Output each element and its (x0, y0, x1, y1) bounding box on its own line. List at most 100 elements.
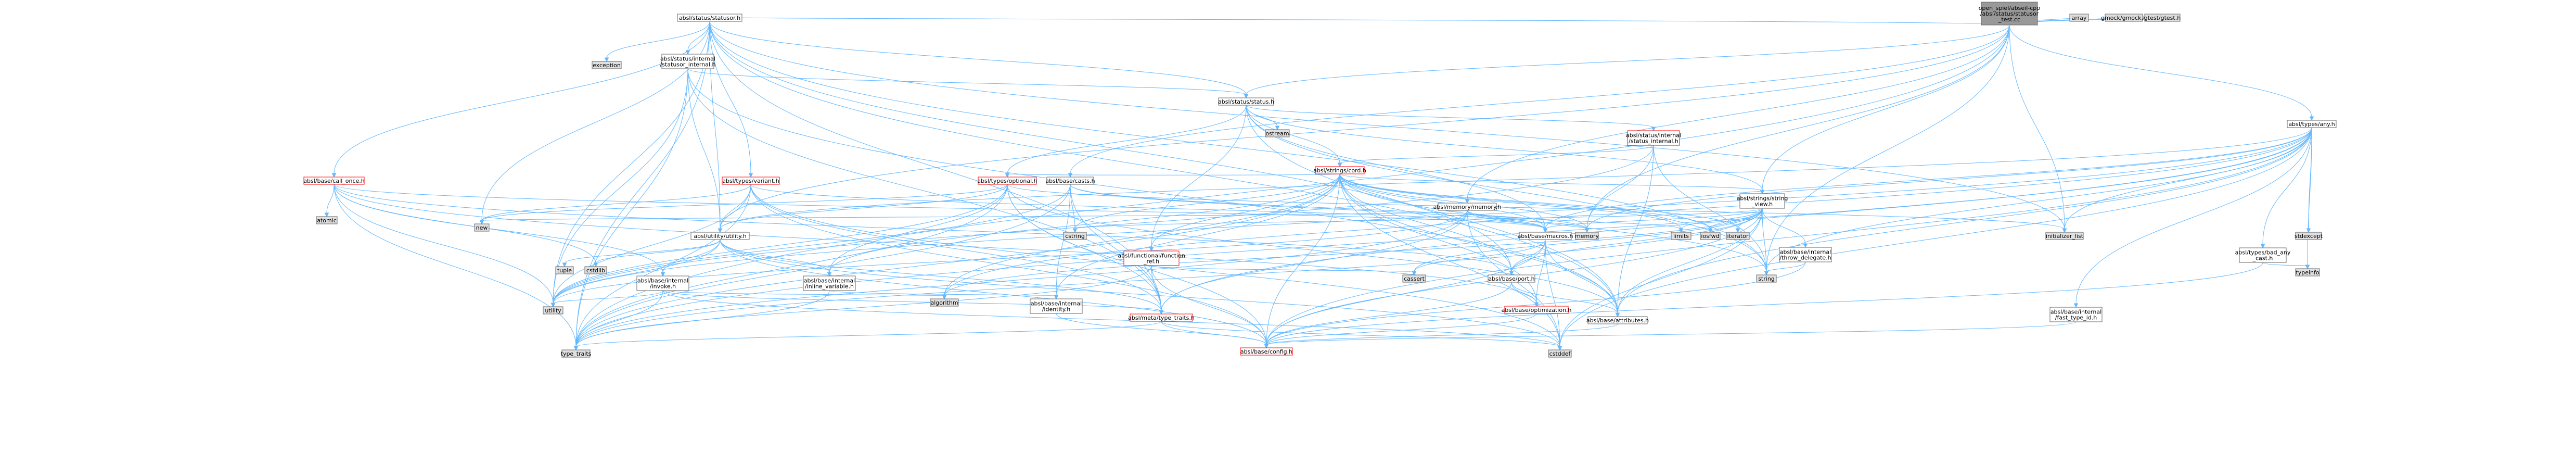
edge-string-view-h-to-limits (1678, 208, 1763, 233)
node-label: absl/base/internal (1780, 249, 1831, 256)
node-label: absl/types/bad_any (2235, 249, 2291, 256)
node-inline-variable-h[interactable]: absl/base/internal/inline_variable.h (803, 275, 856, 291)
edge-arrowhead (1509, 271, 1514, 276)
edge-line (575, 184, 751, 347)
node-type-traits-h[interactable]: absl/meta/type_traits.h (1128, 313, 1195, 322)
edge-root-to-any-h (2009, 24, 2314, 121)
node-box (1671, 232, 1691, 240)
node-label: atomic (317, 217, 337, 224)
node-root[interactable]: open_spiel/abseil-cpp/absl/status/status… (1979, 2, 2041, 26)
node-label: absl/base/macros.h (1518, 233, 1573, 240)
edge-port-h-to-config-h (1264, 282, 1512, 349)
edge-line (1266, 313, 1537, 345)
edge-statusor-h-to-exception (604, 21, 710, 62)
edge-optimization-h-to-config-h (1264, 313, 1537, 349)
edge-cord-h-to-attributes-h (1339, 173, 1620, 318)
edge-root-to-memory-memory-h (1465, 24, 2010, 204)
node-casts-h[interactable]: absl/base/casts.h (1045, 177, 1095, 185)
edge-arrowhead (604, 57, 609, 62)
edge-line (720, 184, 751, 230)
edge-macros-h-to-port-h (1509, 239, 1546, 276)
node-identity-h[interactable]: absl/base/internal/identity.h (1030, 298, 1083, 314)
node-macros-h[interactable]: absl/base/macros.h (1518, 232, 1573, 240)
edge-arrowhead (1760, 190, 1765, 195)
node-port-h[interactable]: absl/base/port.h (1488, 274, 1535, 283)
node-throw-delegate-h[interactable]: absl/base/internal/throw_delegate.h (1779, 247, 1832, 262)
edge-any-h-to-algorithm (942, 127, 2312, 300)
node-string-view-h[interactable]: absl/strings/string_view.h (1737, 193, 1788, 209)
node-box (1627, 130, 1680, 146)
node-call-once-h[interactable]: absl/base/call_once.h (303, 177, 365, 185)
node-box (1315, 166, 1365, 174)
node-box (661, 54, 714, 69)
edge-line (575, 290, 663, 347)
edge-line (1467, 210, 1546, 230)
edge-port-h-to-optimization-h (1511, 282, 1539, 307)
edge-call-once-h-to-cstdlib (334, 184, 598, 268)
edge-root-to-string-view-h (1760, 24, 2010, 195)
edge-line (750, 184, 1267, 345)
edge-arrowhead (2062, 228, 2067, 233)
edge-line (1246, 105, 1763, 191)
edge-arrowhead (1465, 199, 1470, 204)
node-statusor-internal-h[interactable]: absl/status/internal/statusor_internal.h (660, 54, 716, 69)
edge-line (1246, 105, 1546, 230)
edge-utility-h-to-tuple (562, 239, 721, 268)
node-utility-h[interactable]: absl/utility/utility.h (690, 232, 750, 240)
node-stdexcept: stdexcept (2295, 232, 2323, 240)
edge-string-view-h-to-port-h (1509, 208, 1763, 276)
node-label: iterator (1727, 233, 1749, 240)
edge-arrowhead (660, 272, 665, 277)
node-any-h[interactable]: absl/types/any.h (2287, 120, 2337, 128)
edge-line (1766, 261, 1806, 272)
node-label: absl/meta/type_traits.h (1128, 315, 1195, 321)
edge-line (1266, 282, 1512, 345)
node-attributes-h[interactable]: absl/base/attributes.h (1586, 316, 1649, 324)
node-label: absl/strings/string (1737, 195, 1788, 202)
edge-cord-h-to-optimization-h (1339, 173, 1539, 307)
node-label: _view.h (1751, 201, 1773, 208)
node-function-ref-h[interactable]: absl/functional/function_ref.h (1118, 250, 1185, 266)
edge-line (1617, 127, 2312, 314)
edge-line (2075, 127, 2312, 305)
node-label: string (1758, 275, 1775, 282)
edge-string-view-h-to-macros-h (1543, 208, 1763, 233)
edge-line (1070, 184, 1075, 230)
node-bad-any-cast-h[interactable]: absl/types/bad_any_cast.h (2235, 247, 2291, 263)
edge-invoke-h-to-utility (550, 290, 663, 308)
edge-arrowhead (1275, 125, 1280, 131)
node-status-h[interactable]: absl/status/status.h (1218, 97, 1274, 106)
edge-line (1653, 145, 1767, 272)
node-typeinfo: typeinfo (2295, 268, 2320, 277)
edge-arrowhead (562, 262, 567, 268)
edge-macros-h-to-cassert (1412, 239, 1546, 276)
edge-call-once-h-to-macros-h (334, 184, 1548, 233)
node-fast-type-id-h[interactable]: absl/base/internal/fast_type_id.h (2049, 307, 2103, 322)
node-invoke-h[interactable]: absl/base/internal/invoke.h (636, 275, 689, 291)
edge-line (709, 21, 1618, 314)
node-variant-h[interactable]: absl/types/variant.h (722, 177, 780, 185)
edge-line (1266, 321, 2077, 345)
node-box (2295, 232, 2322, 240)
edge-arrowhead (2260, 244, 2265, 249)
node-tuple: tuple (555, 266, 574, 274)
node-label: absl/types/any.h (2288, 121, 2335, 128)
edge-cord-h-to-optional-h (1005, 173, 1340, 178)
node-memory-memory-h[interactable]: absl/memory/memory.h (1433, 203, 1502, 211)
edge-utility-h-to-cstdlib (593, 239, 721, 268)
node-box (2069, 14, 2089, 22)
node-config-h[interactable]: absl/base/config.h (1240, 347, 1293, 356)
node-optimization-h[interactable]: absl/base/optimization.h (1501, 306, 1572, 314)
edge-arrowhead (1054, 295, 1059, 300)
node-cord-h[interactable]: absl/strings/cord.h (1313, 166, 1366, 174)
node-optional-h[interactable]: absl/types/optional.h (977, 177, 1037, 185)
edge-bad-any-cast-h-to-typeinfo (2262, 262, 2310, 270)
edge-any-h-to-macros-h (1543, 127, 2312, 233)
node-label: _test.cc (1998, 16, 2020, 23)
node-status-internal-h[interactable]: absl/status/internal/status_internal.h (1626, 130, 1681, 146)
edge-line (709, 21, 2065, 230)
node-statusor-h[interactable]: absl/status/statusor.h (677, 14, 742, 22)
edge-any-h-to-string (1764, 127, 2312, 276)
node-label: stdexcept (2295, 233, 2323, 240)
edge-line (575, 24, 2010, 347)
